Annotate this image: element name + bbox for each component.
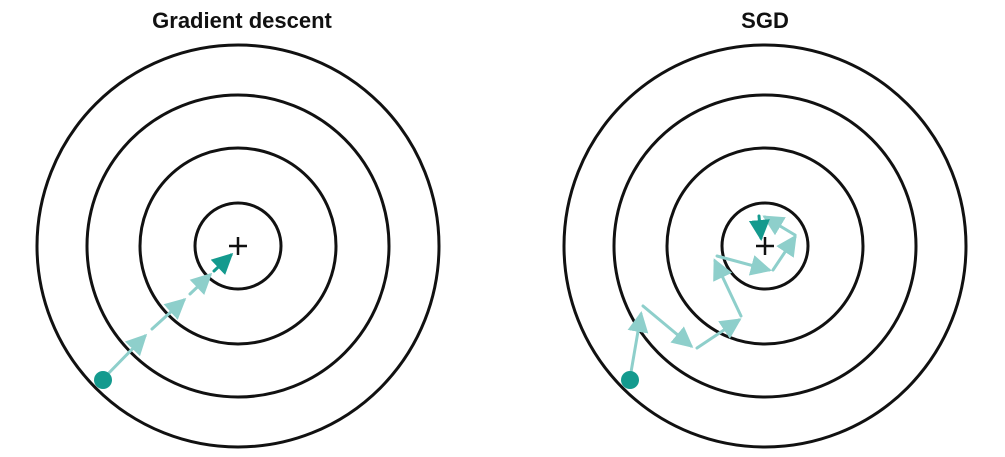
contour-ring-outer: [35, 43, 441, 449]
step-arrow: [715, 254, 772, 276]
contour-ring-2: [138, 146, 338, 346]
gradient-descent-contour-diagram: [35, 43, 441, 449]
step-arrow: [101, 333, 148, 381]
step-arrow: [713, 258, 743, 318]
descent-path: [101, 252, 234, 381]
step-arrow: [641, 304, 694, 348]
contour-ring-3: [85, 93, 391, 399]
step-arrow: [762, 215, 797, 237]
contour-ring-inner: [720, 201, 810, 291]
contour-rings: [562, 43, 968, 449]
start-point-icon: [94, 371, 112, 389]
contour-ring-inner: [193, 201, 283, 291]
sgd-contour-diagram: [562, 43, 968, 449]
panel-title: Gradient descent: [152, 8, 332, 33]
panel-title: SGD: [741, 8, 789, 33]
step-arrow: [210, 252, 234, 275]
sgd-path: [627, 214, 797, 380]
step-arrow: [748, 214, 770, 241]
contour-ring-outer: [562, 43, 968, 449]
step-arrow: [150, 297, 187, 331]
step-arrow: [188, 272, 213, 296]
start-point-icon: [621, 371, 639, 389]
step-arrow: [627, 311, 649, 380]
contour-ring-3: [612, 93, 918, 399]
plus-marker-icon: [756, 237, 774, 255]
contour-rings: [35, 43, 441, 449]
step-arrow: [695, 318, 742, 350]
step-arrow: [771, 234, 797, 272]
plus-marker-icon: [229, 237, 247, 255]
sgd-panel: SGD: [525, 0, 1005, 457]
gradient-descent-panel: Gradient descent: [0, 0, 480, 457]
contour-ring-2: [665, 146, 865, 346]
